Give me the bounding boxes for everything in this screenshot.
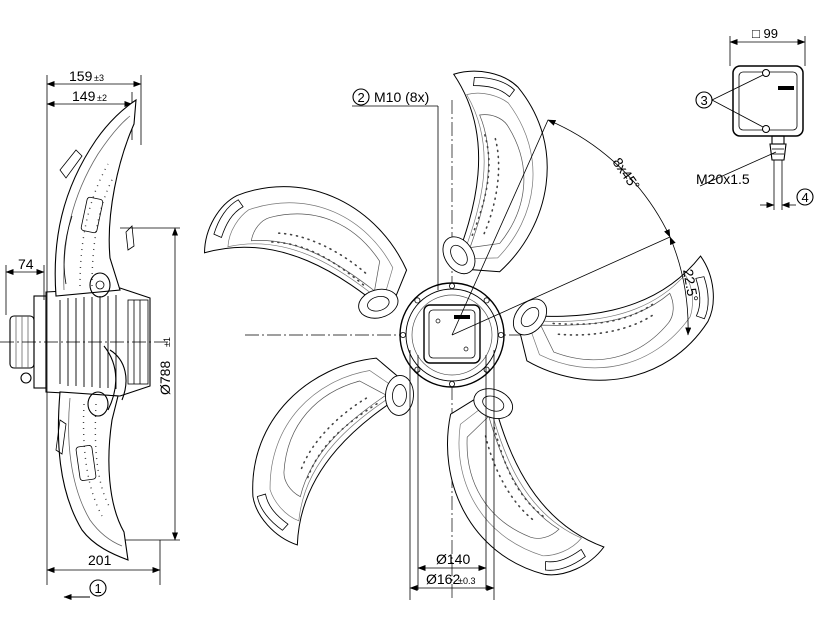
gland-thread: M20x1.5 <box>696 171 750 187</box>
blade-3 <box>403 370 635 605</box>
angle-arc-22-5 <box>669 236 692 336</box>
mount-thread: M10 (8x) <box>374 89 429 105</box>
flow-callout: 1 <box>95 581 102 596</box>
hub-terminal-box <box>423 304 481 364</box>
blade-1 <box>412 61 563 283</box>
callout-circle-2 <box>352 88 370 106</box>
angle-ray-2 <box>451 236 671 336</box>
side-view: 159 ±3 149 ±2 74 Ø788 ±1 201 1 <box>0 68 180 600</box>
blade-5 <box>195 172 421 330</box>
dim-hub-outer-tol: ±0.3 <box>458 576 475 586</box>
cable-gland <box>20 372 32 384</box>
cover-screw-bottom <box>762 125 770 133</box>
mount-callout: 2 <box>358 90 365 105</box>
blade-side-lower <box>57 391 129 561</box>
blade-2 <box>498 217 738 419</box>
terminal-box-detail: □ 99 3 M20x1.5 4 <box>695 26 814 210</box>
callout-circle-3 <box>695 91 713 109</box>
callout-circle-4 <box>796 188 814 206</box>
callout-circle-1 <box>89 579 107 597</box>
motor-housing <box>45 287 151 397</box>
leader-3-bottom <box>711 99 764 128</box>
terminal-box-body <box>732 65 804 137</box>
leader-3-top <box>711 74 764 101</box>
dim-blade-depth-tol: ±2 <box>97 93 107 103</box>
cover-screw-top <box>762 69 770 77</box>
angle-offset: 22.5° <box>680 268 701 303</box>
angle-arc-45 <box>547 119 671 238</box>
mounting-holes <box>400 283 505 388</box>
dim-hub-inner: Ø140 <box>436 551 470 567</box>
screws-callout: 3 <box>701 93 708 108</box>
impeller <box>195 61 738 605</box>
dim-overall-depth: 159 <box>69 68 93 84</box>
gland-base <box>771 135 785 145</box>
angle-ray-1 <box>451 119 549 336</box>
angle-spacing: 8x45° <box>610 155 644 194</box>
dim-bottom-depth: 201 <box>88 552 112 568</box>
dim-overall-depth-tol: ±3 <box>94 73 104 83</box>
dim-blade-depth: 149 <box>72 88 96 104</box>
cable-callout: 4 <box>802 190 809 205</box>
leader-m20 <box>699 151 777 187</box>
dim-box-size: □ 99 <box>752 26 778 41</box>
blade-4 <box>224 326 431 566</box>
dim-motor-offset: 74 <box>18 256 34 272</box>
dim-hub-outer: Ø162 <box>426 571 460 587</box>
dim-diameter: Ø788 <box>157 361 173 395</box>
front-view: 2 M10 (8x) 8x45° 22.5° Ø140 Ø162 ±0.3 <box>195 61 738 605</box>
